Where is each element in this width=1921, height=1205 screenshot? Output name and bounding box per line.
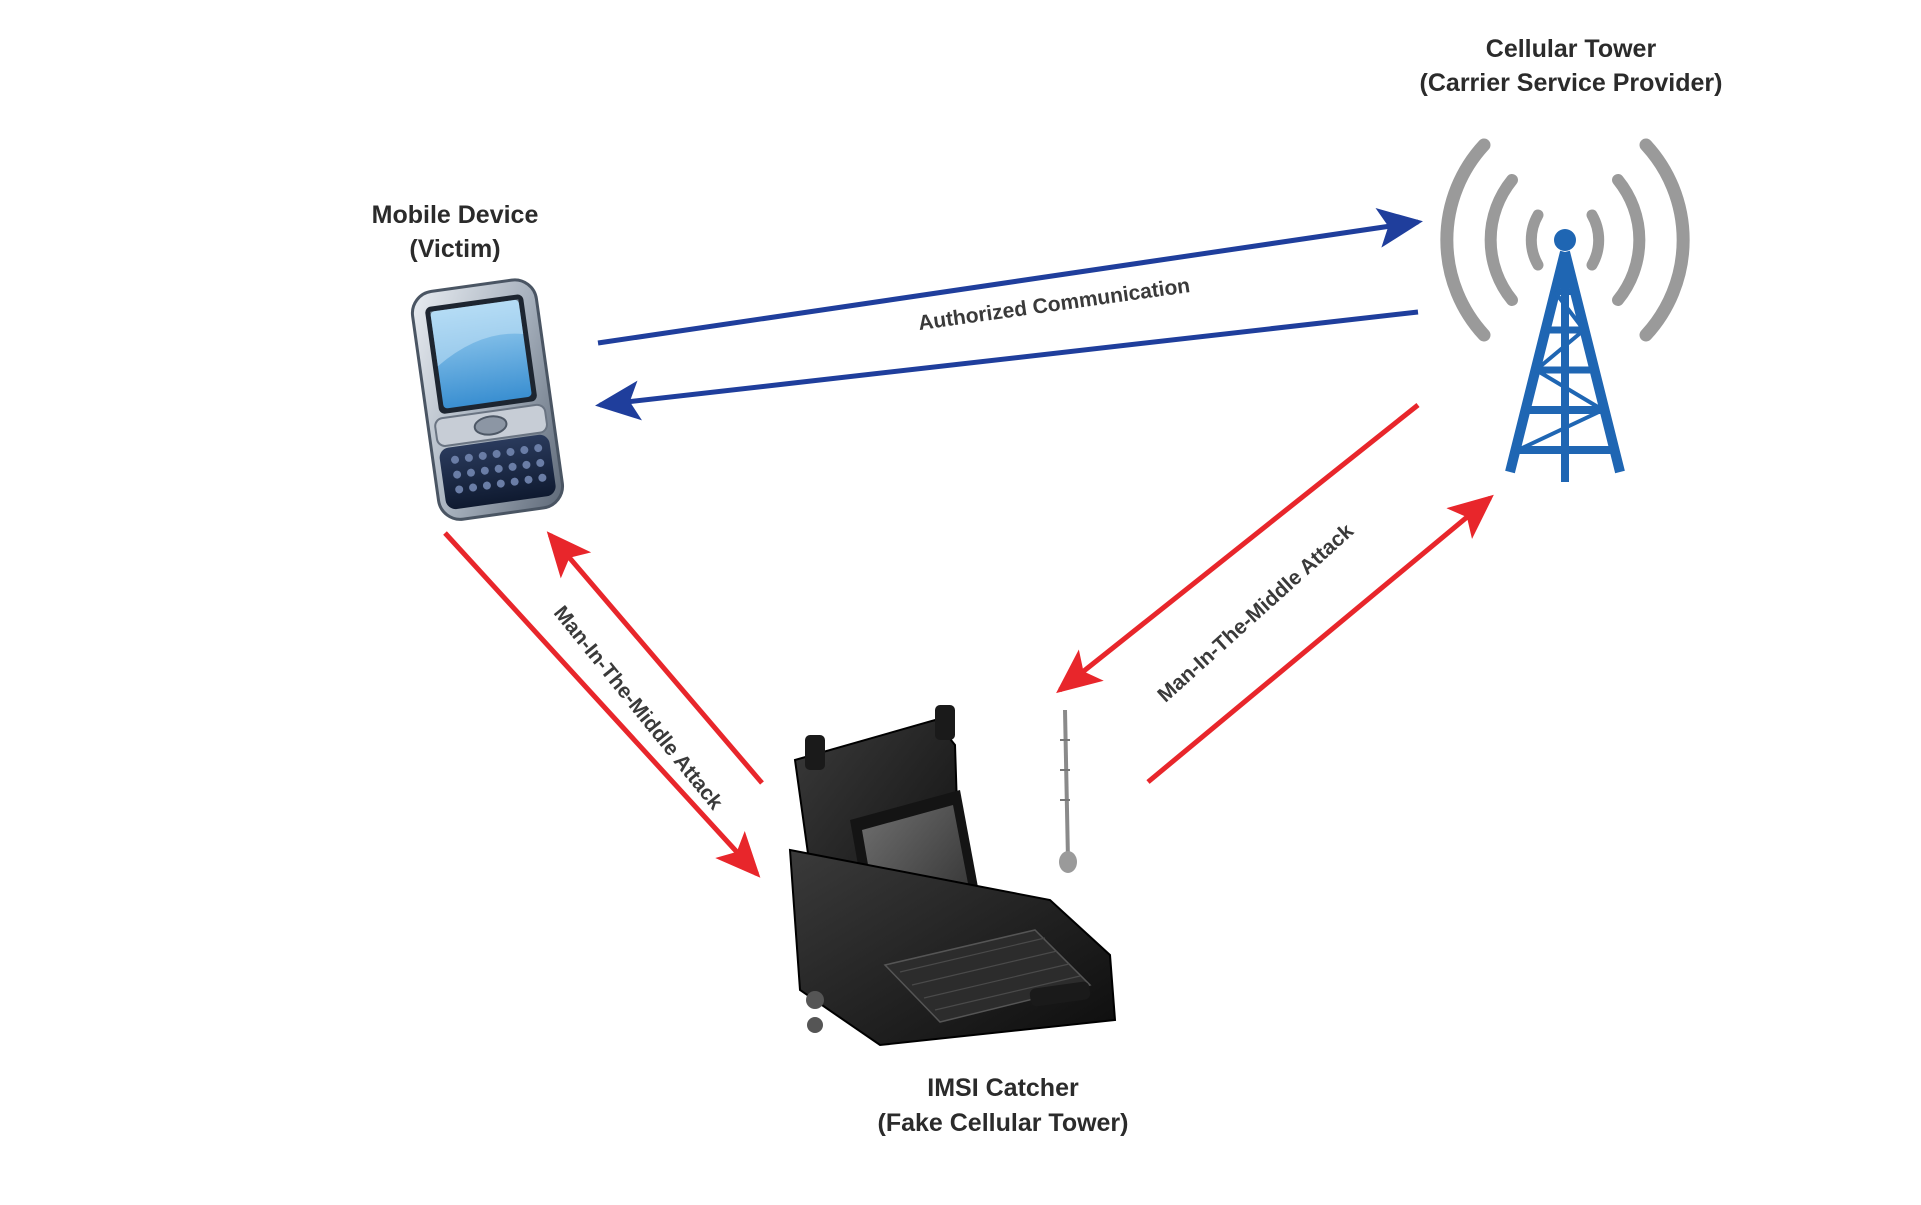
laptop-case-icon <box>788 705 1117 1047</box>
mitm-arrow-to-imsi-from-tower <box>1056 403 1420 694</box>
mitm-left-arrows <box>443 531 764 878</box>
cellular-tower-subtitle: (Carrier Service Provider) <box>1420 69 1723 97</box>
imsi-catcher-label: IMSI Catcher (Fake Cellular Tower) <box>878 1074 1129 1137</box>
authorized-communication-label: Authorized Communication <box>917 274 1192 335</box>
authorized-arrow-to-tower <box>597 208 1423 346</box>
mitm-arrow-to-mobile <box>546 531 764 785</box>
mobile-device-label: Mobile Device (Victim) <box>372 201 539 263</box>
cellular-tower-label: Cellular Tower (Carrier Service Provider… <box>1420 35 1723 97</box>
mitm-arrow-to-tower <box>1146 494 1494 784</box>
authorized-communication-arrows <box>595 208 1423 421</box>
imsi-catcher-title: IMSI Catcher <box>927 1074 1079 1102</box>
authorized-arrow-to-mobile <box>595 309 1419 421</box>
smartphone-icon <box>410 278 565 521</box>
cellular-tower-title: Cellular Tower <box>1486 35 1657 63</box>
cell-tower-icon <box>1440 138 1690 482</box>
mobile-device-subtitle: (Victim) <box>409 235 500 263</box>
mobile-device-title: Mobile Device <box>372 201 539 229</box>
mitm-right-arrows <box>1056 403 1494 784</box>
signal-waves-icon <box>1440 138 1690 342</box>
imsi-catcher-subtitle: (Fake Cellular Tower) <box>878 1109 1129 1137</box>
mitm-right-label: Man-In-The-Middle Attack <box>1153 519 1358 707</box>
mitm-arrow-to-imsi <box>443 531 761 878</box>
